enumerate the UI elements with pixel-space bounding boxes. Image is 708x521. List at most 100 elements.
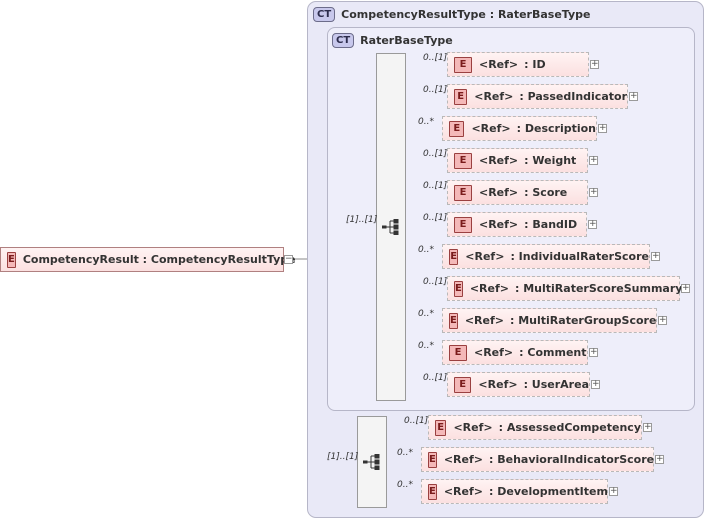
- sequence-icon: [382, 219, 399, 235]
- element-cardinality: 0..[1]: [423, 373, 448, 383]
- element-cardinality: 0..[1]: [423, 277, 448, 287]
- collapse-toggle-icon[interactable]: −: [284, 254, 293, 264]
- element-cardinality: 0..[1]: [423, 181, 448, 191]
- element-badge-icon: E: [454, 56, 472, 73]
- element-badge-icon: E: [449, 120, 465, 137]
- complex-type-badge-icon: CT: [332, 33, 355, 48]
- rater-base-element-10[interactable]: E <Ref> : UserArea: [447, 372, 590, 397]
- element-cardinality: 0..*: [418, 341, 434, 351]
- ref-label: <Ref>: [443, 485, 483, 498]
- complex-type-badge-icon: CT: [313, 7, 336, 22]
- ref-label: <Ref>: [479, 186, 519, 199]
- element-name: : Description: [516, 122, 596, 135]
- outer-type-header: CT CompetencyResultType : RaterBaseType: [313, 7, 591, 22]
- element-name: : UserArea: [523, 378, 589, 391]
- ref-label: <Ref>: [474, 346, 514, 359]
- element-cardinality: 0..*: [418, 117, 434, 127]
- ref-label: <Ref>: [479, 218, 519, 231]
- rater-base-element-5[interactable]: E <Ref> : BandID: [447, 212, 587, 237]
- element-cardinality: 0..*: [418, 245, 434, 255]
- expand-icon[interactable]: +: [655, 454, 664, 464]
- element-name: : ID: [524, 58, 546, 71]
- element-badge-icon: E: [7, 251, 16, 268]
- element-name: : MultiRaterGroupScore: [510, 314, 657, 327]
- rater-base-element-1[interactable]: E <Ref> : PassedIndicator: [447, 84, 628, 109]
- ref-label: <Ref>: [471, 122, 511, 135]
- ref-label: <Ref>: [465, 250, 505, 263]
- root-element-competency-result[interactable]: E CompetencyResult : CompetencyResultTyp…: [0, 247, 296, 272]
- expand-icon[interactable]: +: [589, 155, 598, 165]
- element-badge-icon: E: [428, 483, 437, 500]
- expand-icon[interactable]: +: [588, 219, 597, 229]
- expand-icon[interactable]: +: [681, 283, 690, 293]
- expand-icon[interactable]: +: [589, 347, 598, 357]
- element-name: : PassedIndicator: [519, 90, 627, 103]
- expand-icon[interactable]: +: [629, 91, 638, 101]
- expand-icon[interactable]: +: [651, 251, 660, 261]
- ref-label: <Ref>: [464, 314, 504, 327]
- ref-label: <Ref>: [479, 58, 519, 71]
- expand-icon[interactable]: +: [589, 187, 598, 197]
- element-badge-icon: E: [435, 419, 447, 436]
- rater-base-element-4[interactable]: E <Ref> : Score: [447, 180, 588, 205]
- element-name: : Weight: [524, 154, 577, 167]
- ref-label: <Ref>: [453, 421, 493, 434]
- element-name: : Score: [524, 186, 568, 199]
- competency-result-element-1[interactable]: E <Ref> : BehavioralIndicatorScore: [421, 447, 654, 472]
- element-cardinality: 0..[1]: [404, 416, 429, 426]
- element-badge-icon: E: [454, 216, 472, 233]
- element-name: : BehavioralIndicatorScore: [489, 453, 655, 466]
- element-cardinality: 0..[1]: [423, 149, 448, 159]
- ref-label: <Ref>: [474, 90, 514, 103]
- root-element-label: CompetencyResult : CompetencyResultType: [22, 253, 296, 266]
- element-name: : MultiRaterScoreSummary: [515, 282, 683, 295]
- element-badge-icon: E: [454, 376, 472, 393]
- ref-label: <Ref>: [443, 453, 483, 466]
- element-badge-icon: E: [449, 312, 458, 329]
- competency-result-element-2[interactable]: E <Ref> : DevelopmentItem: [421, 479, 608, 504]
- rater-base-element-8[interactable]: E <Ref> : MultiRaterGroupScore: [442, 308, 657, 333]
- rater-base-element-6[interactable]: E <Ref> : IndividualRaterScore: [442, 244, 650, 269]
- expand-icon[interactable]: +: [591, 379, 600, 389]
- element-cardinality: 0..[1]: [423, 85, 448, 95]
- element-name: : IndividualRaterScore: [510, 250, 649, 263]
- expand-icon[interactable]: +: [598, 123, 607, 133]
- rater-base-element-3[interactable]: E <Ref> : Weight: [447, 148, 588, 173]
- element-badge-icon: E: [449, 248, 459, 265]
- outer-type-title: CompetencyResultType : RaterBaseType: [341, 8, 591, 21]
- ref-label: <Ref>: [479, 154, 519, 167]
- element-badge-icon: E: [454, 88, 468, 105]
- element-cardinality: 0..*: [418, 309, 434, 319]
- sequence-icon: [363, 454, 380, 470]
- sequence-cardinality: [1]..[1]: [346, 215, 378, 225]
- sequence-compositor-rater-base[interactable]: [376, 53, 406, 401]
- sequence-cardinality: [1]..[1]: [327, 452, 359, 462]
- element-cardinality: 0..*: [397, 448, 413, 458]
- ref-label: <Ref>: [469, 282, 509, 295]
- sequence-compositor-competency-result[interactable]: [357, 416, 387, 508]
- element-cardinality: 0..[1]: [423, 213, 448, 223]
- competency-result-element-0[interactable]: E <Ref> : AssessedCompetency: [428, 415, 642, 440]
- expand-icon[interactable]: +: [590, 59, 599, 69]
- element-cardinality: 0..[1]: [423, 53, 448, 63]
- element-badge-icon: E: [449, 344, 467, 361]
- element-badge-icon: E: [454, 280, 463, 297]
- rater-base-element-2[interactable]: E <Ref> : Description: [442, 116, 597, 141]
- element-badge-icon: E: [454, 152, 472, 169]
- rater-base-element-0[interactable]: E <Ref> : ID: [447, 52, 589, 77]
- expand-icon[interactable]: +: [643, 422, 652, 432]
- rater-base-element-7[interactable]: E <Ref> : MultiRaterScoreSummary: [447, 276, 683, 301]
- expand-icon[interactable]: +: [609, 486, 618, 496]
- element-badge-icon: E: [428, 451, 437, 468]
- expand-icon[interactable]: +: [658, 315, 667, 325]
- element-name: : DevelopmentItem: [489, 485, 608, 498]
- rater-base-element-9[interactable]: E <Ref> : Comment: [442, 340, 588, 365]
- element-name: : BandID: [524, 218, 578, 231]
- element-cardinality: 0..*: [397, 480, 413, 490]
- element-name: : AssessedCompetency: [498, 421, 641, 434]
- element-name: : Comment: [519, 346, 587, 359]
- inner-type-header: CT RaterBaseType: [332, 33, 453, 48]
- ref-label: <Ref>: [478, 378, 518, 391]
- element-badge-icon: E: [454, 184, 472, 201]
